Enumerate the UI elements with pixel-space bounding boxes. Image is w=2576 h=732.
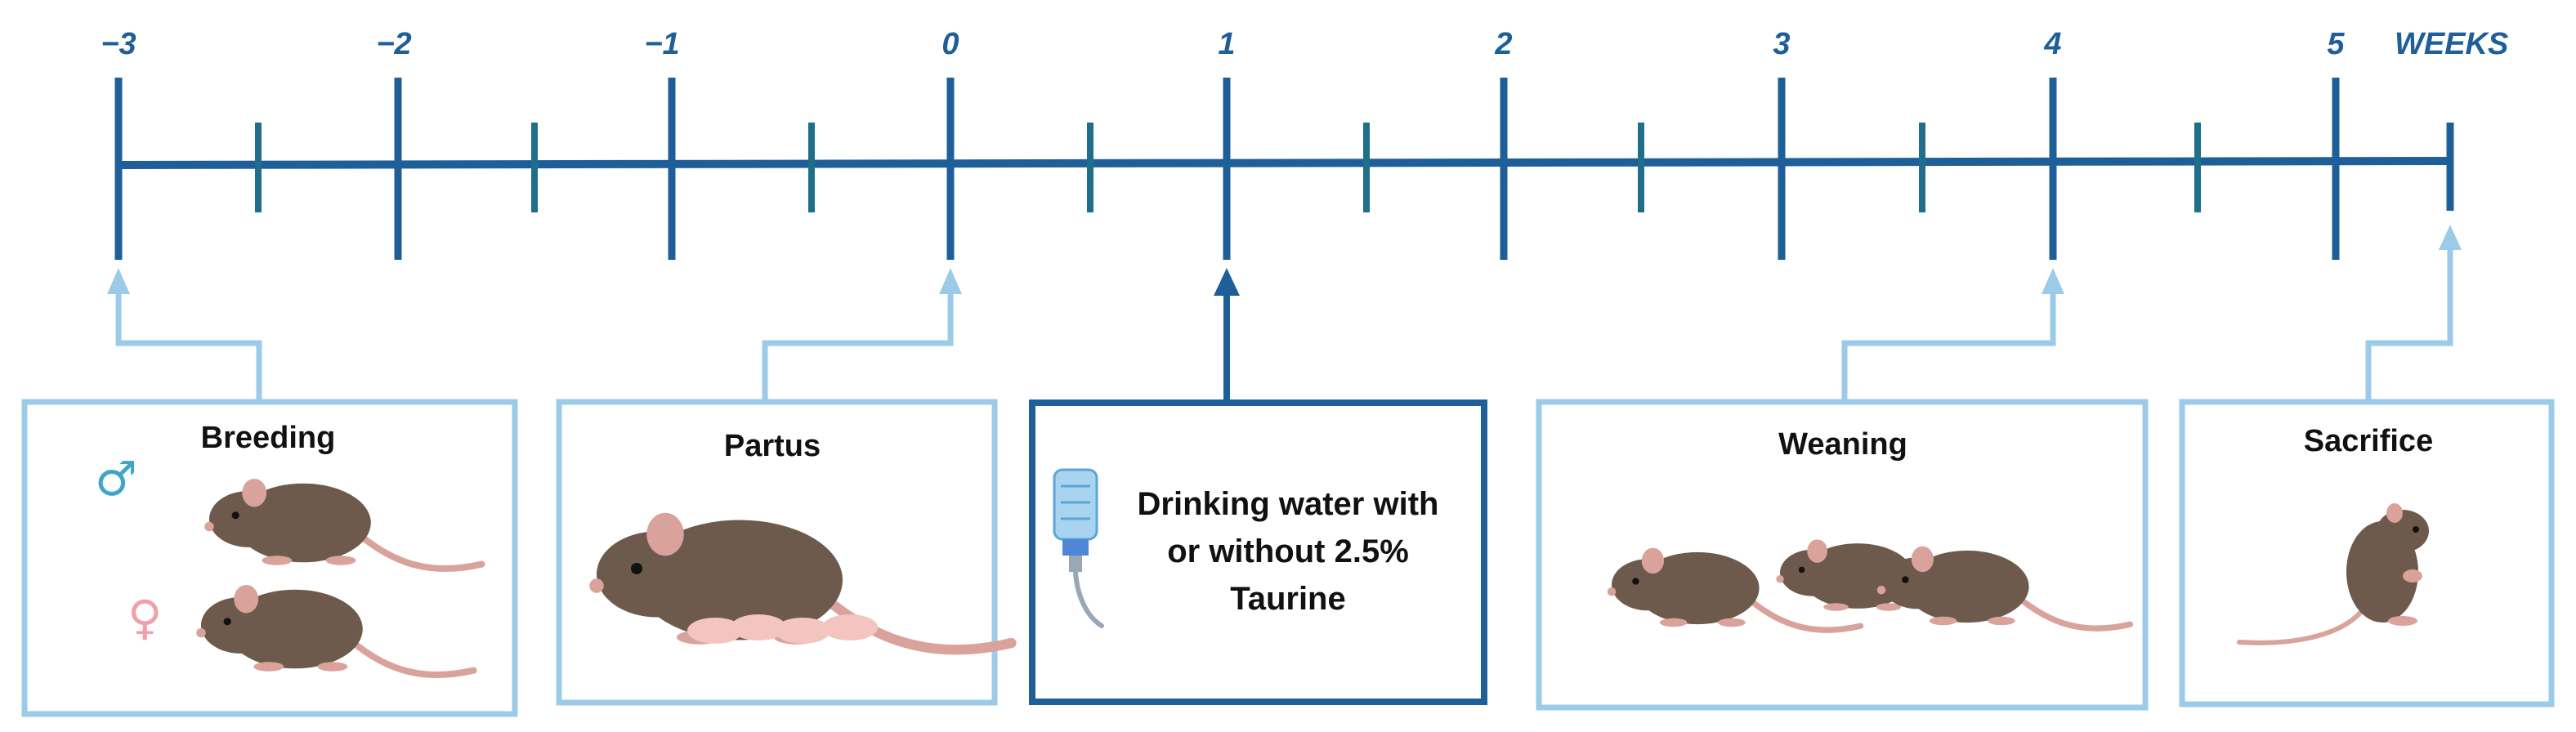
event-breeding: Breeding ♂ ♀ [21, 268, 518, 717]
minor-ticks [255, 123, 2201, 212]
event-box [1029, 399, 1487, 705]
tick-label: 0 [941, 27, 959, 61]
arrow-up-icon [2042, 268, 2064, 294]
arrow-up-icon [107, 268, 130, 294]
axis-line [118, 157, 2453, 169]
event-title: Weaning [1778, 427, 1907, 462]
event-treatment: Drinking water with or without 2.5% Taur… [1029, 268, 1487, 705]
tick-label: 4 [2043, 27, 2061, 61]
treatment-line-2: or without 2.5% [1167, 533, 1409, 569]
water-bottle-icon [1053, 468, 1104, 628]
tick-label: −2 [376, 27, 411, 61]
tick-label: 5 [2327, 27, 2345, 61]
pups-icon [687, 614, 878, 644]
tick-label: −3 [101, 27, 136, 61]
connector-arrow [2365, 241, 2453, 402]
timeline-axis: −3 −2 −1 0 1 2 3 4 5 WEEKS [101, 27, 2508, 260]
treatment-line-3: Taurine [1230, 581, 1346, 617]
event-title: Partus [724, 429, 821, 463]
event-partus: Partus [556, 268, 1012, 706]
mouse-icon [2237, 503, 2429, 645]
connector-arrow [115, 282, 262, 402]
connector-arrow [762, 282, 954, 402]
tick-label: 3 [1773, 27, 1790, 61]
weeks-unit-label: WEEKS [2395, 27, 2508, 61]
event-title: Sacrifice [2304, 424, 2433, 458]
connector-arrow [1841, 282, 2056, 402]
major-ticks [114, 78, 2454, 260]
arrow-up-icon [1214, 268, 1240, 296]
tick-label: 1 [1218, 27, 1235, 61]
event-title: Breeding [201, 421, 336, 455]
tick-label: −1 [644, 27, 679, 61]
arrow-up-icon [2439, 225, 2462, 250]
arrow-up-icon [939, 268, 962, 294]
event-weaning: Weaning [1536, 268, 2149, 711]
male-symbol-icon: ♂ [95, 451, 137, 507]
tick-label: 2 [1494, 27, 1512, 61]
female-symbol-icon: ♀ [127, 590, 162, 645]
treatment-line-1: Drinking water with [1138, 486, 1439, 522]
event-sacrifice: Sacrifice [2179, 225, 2555, 707]
tick-labels: −3 −2 −1 0 1 2 3 4 5 WEEKS [101, 27, 2508, 61]
